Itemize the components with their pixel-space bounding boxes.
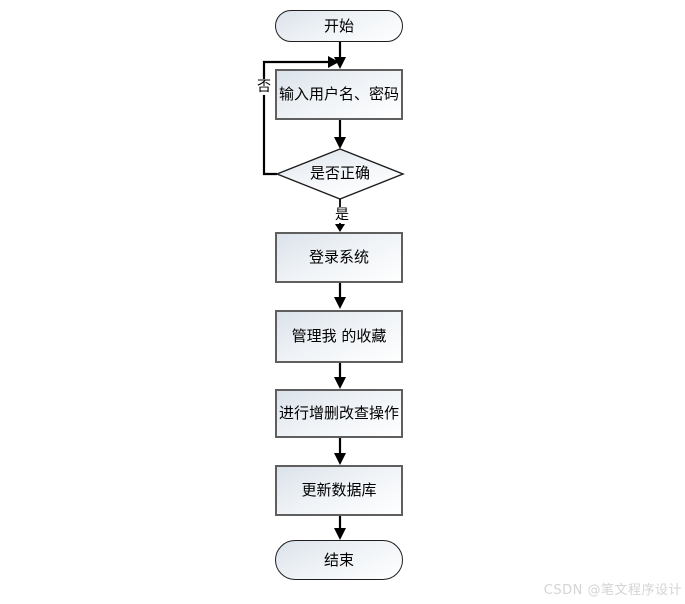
arrowhead-down-icon [334,453,346,465]
end-terminator: 结束 [275,540,403,580]
arrowhead-down-icon [334,57,346,69]
arrowhead-down-icon [334,377,346,389]
edge-no-loop [262,60,329,176]
login-system-label: 登录系统 [308,248,369,267]
input-credentials-label: 输入用户名、密码 [278,85,399,104]
start-label: 开始 [323,16,354,35]
manage-favorites-label: 管理我 的收藏 [291,327,387,346]
decision-is-correct-label: 是否正确 [309,164,370,182]
end-label: 结束 [323,550,354,569]
process-manage-favorites: 管理我 的收藏 [275,310,403,363]
edge-label-yes: 是 [332,207,352,223]
arrowhead-down-icon [335,224,345,232]
arrowhead-right-icon [328,56,339,68]
process-login-system: 登录系统 [275,232,403,283]
arrowhead-down-icon [334,297,346,309]
process-update-database: 更新数据库 [275,465,403,516]
start-terminator: 开始 [275,10,403,42]
crud-operations-label: 进行增删改查操作 [278,404,399,423]
watermark: CSDN @笔文程序设计 [543,583,682,598]
edge-label-no: 否 [253,79,275,95]
arrowhead-down-icon [334,528,346,540]
process-crud-operations: 进行增删改查操作 [275,389,403,438]
process-input-credentials: 输入用户名、密码 [275,69,403,120]
update-database-label: 更新数据库 [301,481,377,500]
arrowhead-down-icon [334,137,346,149]
